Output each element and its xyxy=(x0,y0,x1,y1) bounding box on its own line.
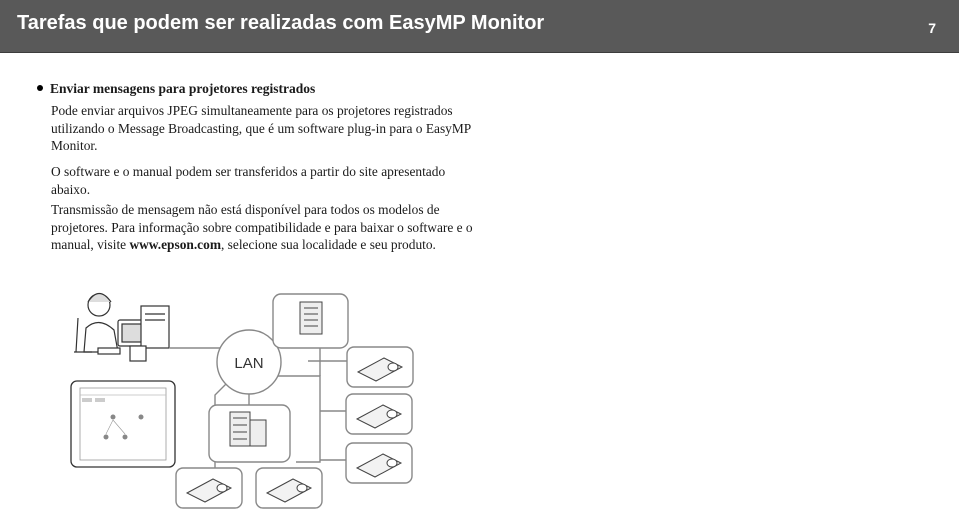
paragraph-download: O software e o manual podem ser transfer… xyxy=(51,164,446,197)
paragraph-compatibility-tail: , selecione sua localidade e seu produto… xyxy=(220,237,436,252)
projector-icon xyxy=(345,442,413,484)
building-icon xyxy=(208,404,291,463)
projector-icon xyxy=(175,467,243,509)
paragraph-compatibility: Transmissão de mensagem não está disponí… xyxy=(51,201,476,254)
bullet-icon xyxy=(37,85,43,91)
paragraph-compatibility-text: Transmissão de mensagem não está disponí… xyxy=(51,202,473,252)
lan-label: LAN xyxy=(234,355,263,372)
projector-icon xyxy=(345,393,413,435)
section-heading-text: Enviar mensagens para projetores registr… xyxy=(50,81,316,96)
epson-link[interactable]: www.epson.com xyxy=(129,237,221,252)
building-icon xyxy=(272,293,349,349)
lan-hub-icon: LAN xyxy=(216,329,282,395)
section-heading: Enviar mensagens para projetores registr… xyxy=(37,81,315,97)
page-header: Tarefas que podem ser realizadas com Eas… xyxy=(0,0,959,53)
paragraph-description: Pode enviar arquivos JPEG simultaneament… xyxy=(51,103,471,153)
projector-icon xyxy=(255,467,323,509)
user-computer-icon xyxy=(74,292,170,362)
projector-icon xyxy=(346,346,414,388)
page-title: Tarefas que podem ser realizadas com Eas… xyxy=(17,12,545,34)
monitor-window-icon xyxy=(70,380,176,468)
page-number: 7 xyxy=(928,20,936,36)
